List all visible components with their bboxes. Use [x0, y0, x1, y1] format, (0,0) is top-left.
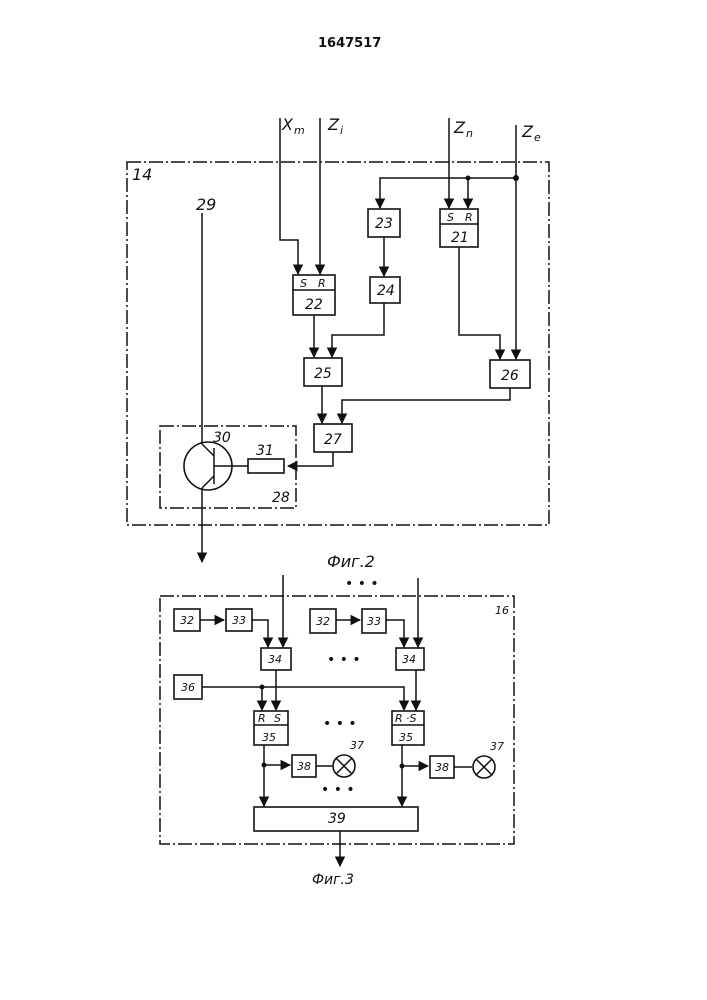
figure-3-caption: Фиг.3 [312, 872, 354, 888]
wire-ze-to-23 [380, 178, 516, 208]
input-ze: Z e [521, 122, 541, 144]
block-36: 36 [174, 675, 202, 699]
wire-33-to-34-right [386, 620, 404, 647]
patent-number: 1647517 [318, 36, 381, 51]
block-27: 27 [314, 424, 352, 452]
block-22-sr-flipflop: S R 22 [293, 275, 335, 315]
svg-text:22: 22 [305, 297, 323, 313]
wire-33-to-34-left [252, 620, 268, 647]
wire-21-to-26 [459, 247, 500, 359]
svg-text:34: 34 [402, 653, 416, 666]
lamp-37-left: 37 [333, 739, 364, 777]
block-21-sr-flipflop: S R 21 [440, 209, 478, 247]
svg-text:37: 37 [490, 740, 504, 753]
block-23: 23 [368, 209, 400, 237]
svg-text:n: n [466, 127, 473, 140]
block-33-right: 33 [362, 609, 386, 633]
block-32-left: 32 [174, 609, 200, 631]
svg-text:37: 37 [350, 739, 364, 752]
wire-36-to-35-right [202, 687, 404, 710]
svg-text:Z: Z [453, 118, 466, 137]
input-zn: Z n [453, 118, 473, 140]
svg-text:S: S [447, 211, 454, 224]
svg-text:m: m [294, 124, 305, 137]
svg-text:32: 32 [316, 615, 330, 628]
svg-text:R: R [258, 712, 266, 725]
block-35-left-rs-flipflop: R S 35 [254, 711, 288, 745]
wire-24-to-25 [332, 303, 384, 357]
svg-text:33: 33 [367, 615, 381, 628]
svg-text:27: 27 [324, 432, 342, 448]
svg-text:X: X [281, 115, 294, 134]
figure-3: 16 32 33 34 • • • 32 33 [160, 575, 514, 866]
svg-text:Z: Z [521, 122, 534, 141]
block-32-right: 32 [310, 609, 336, 633]
svg-text:24: 24 [377, 283, 395, 299]
ellipsis-mid-1: • • • [327, 652, 361, 668]
svg-text:34: 34 [268, 653, 282, 666]
wire-27-to-31 [288, 452, 333, 466]
node-ze [513, 175, 519, 181]
figure-2-caption: Фиг.2 [327, 552, 375, 571]
frame-label-14: 14 [132, 165, 152, 184]
block-26: 26 [490, 360, 530, 388]
wire-xm-to-22 [280, 118, 298, 274]
svg-text:38: 38 [435, 761, 449, 774]
ellipsis-top: • • • [345, 576, 379, 592]
svg-text:32: 32 [180, 614, 194, 627]
block-28-label: 28 [272, 490, 290, 506]
node-ze-21 [466, 176, 471, 181]
input-zi: Z i [327, 115, 343, 137]
svg-text:i: i [340, 124, 343, 137]
svg-text:38: 38 [297, 760, 311, 773]
resistor-31: 31 [248, 443, 284, 473]
svg-text:S: S [274, 712, 281, 725]
svg-text:R: R [395, 712, 403, 725]
svg-text:e: e [534, 131, 541, 144]
block-33-left: 33 [226, 609, 252, 631]
svg-text:35: 35 [399, 731, 413, 744]
ellipsis-bottom: • • • [321, 782, 355, 798]
block-39: 39 [254, 807, 418, 831]
svg-text:33: 33 [232, 614, 246, 627]
block-38-left: 38 [292, 755, 316, 777]
svg-text:35: 35 [262, 731, 276, 744]
block-34-left: 34 [261, 648, 291, 670]
svg-text:R: R [318, 277, 326, 290]
block-34-right: 34 [396, 648, 424, 670]
svg-text:·S: ·S [406, 712, 416, 725]
node-36 [260, 685, 265, 690]
wire-26-to-27 [342, 388, 510, 423]
svg-text:26: 26 [501, 368, 519, 384]
svg-text:36: 36 [181, 681, 195, 694]
svg-text:31: 31 [256, 443, 274, 459]
svg-text:21: 21 [451, 230, 469, 246]
input-29: 29 [196, 195, 216, 214]
input-xm: X m [281, 115, 305, 137]
ellipsis-mid-2: • • • [323, 716, 357, 732]
block-25: 25 [304, 358, 342, 386]
svg-text:Z: Z [327, 115, 340, 134]
block-35-right-rs-flipflop: R ·S 35 [392, 711, 424, 745]
svg-text:S: S [300, 277, 307, 290]
block-38-right: 38 [430, 756, 454, 778]
svg-text:R: R [465, 211, 473, 224]
svg-text:30: 30 [213, 430, 231, 446]
block-24: 24 [370, 277, 400, 303]
transistor-30: 30 [184, 430, 232, 490]
frame-label-16: 16 [495, 604, 509, 617]
figure-2: 14 X m Z i Z n Z e 29 S [127, 115, 549, 562]
svg-text:23: 23 [375, 216, 393, 232]
svg-text:25: 25 [314, 366, 332, 382]
lamp-37-right: 37 [473, 740, 504, 778]
svg-text:39: 39 [328, 811, 346, 827]
